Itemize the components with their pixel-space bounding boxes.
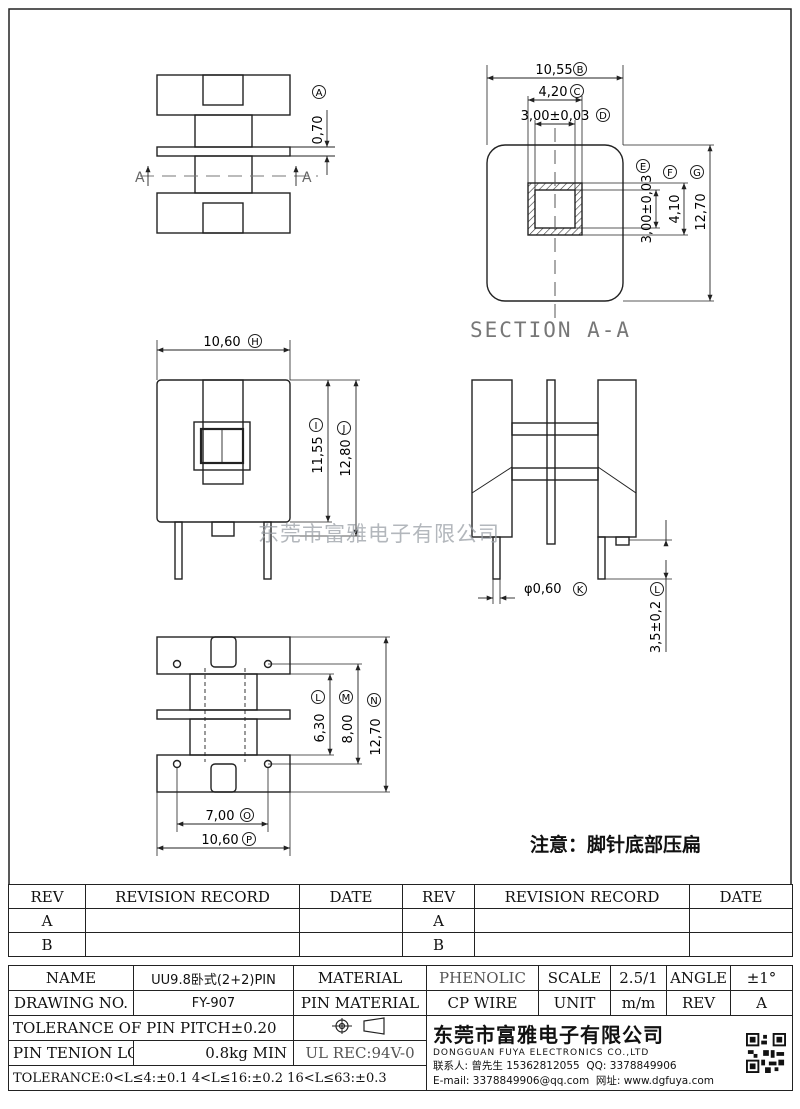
watermark: 东莞市富雅电子有限公司 — [258, 522, 500, 546]
pin-tension-label: PIN TENION LOAD — [8, 1040, 134, 1066]
revision-table: REV REVISION RECORD DATE REV REVISION RE… — [8, 884, 793, 957]
unit-value: m/m — [610, 990, 667, 1016]
dim-m-marker: M — [342, 693, 351, 704]
dim-c-value: 4,20 — [539, 85, 568, 100]
section-title: SECTION A-A — [470, 318, 632, 342]
dim-k-value: φ0,60 — [524, 582, 562, 597]
technical-drawing: A A 0,70 A 10,55 B 4,20 C 3,00±0,03 D — [8, 8, 792, 884]
side-view — [471, 379, 672, 652]
date-cell — [689, 932, 793, 957]
dim-m-value: 8,00 — [341, 715, 356, 744]
dim-a-marker: A — [316, 88, 323, 99]
rev-header-1: REV — [8, 884, 86, 909]
info-table: NAME UU9.8卧式(2+2)PIN MATERIAL PHENOLIC S… — [8, 965, 793, 1091]
dim-e-value: 3,00±0,03 — [640, 175, 655, 244]
pin-material-value: CP WIRE — [426, 990, 539, 1016]
section-view — [486, 65, 714, 318]
unit-label: UNIT — [538, 990, 611, 1016]
dim-b-marker: B — [577, 65, 584, 76]
dim-n-value: 12,70 — [369, 718, 384, 755]
rev-cell: B — [8, 932, 86, 957]
dim-g-value: 12,70 — [694, 193, 709, 230]
pin-tension-value: 0.8kg MIN — [133, 1040, 294, 1066]
bottom-view — [156, 636, 390, 856]
drawing-no-value: FY-907 — [133, 990, 294, 1016]
name-label: NAME — [8, 965, 134, 991]
dim-n-marker: N — [370, 696, 377, 707]
dim-j-marker: J — [342, 424, 346, 435]
dim-o-value: 7,00 — [206, 809, 235, 824]
dim-h-marker: H — [251, 337, 259, 348]
company-website: 网址: www.dgfuya.com — [595, 1074, 714, 1087]
top-left-view — [140, 74, 335, 234]
title-block: REV REVISION RECORD DATE REV REVISION RE… — [8, 884, 793, 1101]
table-row: A A — [8, 908, 793, 933]
material-value: PHENOLIC — [426, 965, 539, 991]
section-mark-left: A — [135, 170, 145, 186]
dim-i-marker: I — [315, 421, 318, 432]
rev-header-2: REV — [402, 884, 475, 909]
scale-label: SCALE — [538, 965, 611, 991]
date-cell — [299, 932, 403, 957]
general-tolerance: TOLERANCE:0<L≤4:±0.1 4<L≤16:±0.2 16<L≤63… — [8, 1065, 427, 1091]
dim-g-marker: G — [693, 168, 701, 179]
dim-b-value: 10,55 — [535, 63, 572, 78]
dim-pin-length-marker: L — [654, 585, 660, 596]
rev-cell: B — [402, 932, 475, 957]
dim-f-marker: F — [667, 168, 673, 179]
rev-cell: A — [402, 908, 475, 933]
dim-k-marker: K — [577, 585, 584, 596]
company-email: E-mail: 3378849906@qq.com — [433, 1074, 590, 1087]
dim-f-value: 4,10 — [668, 195, 683, 224]
company-qq: QQ: 3378849906 — [586, 1059, 677, 1072]
company-contact: 联系人: 曾先生 15362812055 — [433, 1059, 580, 1072]
rev-label: REV — [666, 990, 731, 1016]
pin-material-label: PIN MATERIAL — [293, 990, 427, 1016]
date-cell — [299, 908, 403, 933]
dim-p-value: 10,60 — [201, 833, 238, 848]
dim-c-marker: C — [574, 87, 581, 98]
rev-value: A — [730, 990, 793, 1016]
drawing-no-label: DRAWING NO. — [8, 990, 134, 1016]
ul-rec: UL REC:94V-0 — [293, 1040, 427, 1066]
angle-value: ±1° — [730, 965, 793, 991]
dim-j-value: 12,80 — [339, 439, 354, 476]
dim-d-marker: D — [599, 111, 607, 122]
section-mark-right: A — [302, 170, 312, 186]
dim-o-marker: O — [243, 811, 251, 822]
company-name-cn: 东莞市富雅电子有限公司 — [433, 1022, 664, 1047]
record-cell — [474, 932, 690, 957]
company-block: 东莞市富雅电子有限公司 DONGGUAN FUYA ELECTRONICS CO… — [426, 1015, 793, 1091]
record-cell — [85, 908, 300, 933]
dim-e-marker: E — [640, 162, 646, 173]
date-header-2: DATE — [689, 884, 793, 909]
dim-h-value: 10,60 — [203, 335, 240, 350]
dim-i-value: 11,55 — [311, 436, 326, 473]
name-value: UU9.8卧式(2+2)PIN — [133, 965, 294, 991]
date-header-1: DATE — [299, 884, 403, 909]
rev-cell: A — [8, 908, 86, 933]
record-cell — [474, 908, 690, 933]
revision-record-header-1: REVISION RECORD — [85, 884, 300, 909]
dim-d-value: 3,00±0,03 — [521, 109, 590, 124]
pin-pitch-tolerance: TOLERANCE OF PIN PITCH±0.20 — [8, 1015, 294, 1041]
date-cell — [689, 908, 793, 933]
material-label: MATERIAL — [293, 965, 427, 991]
dim-a-value: 0,70 — [311, 116, 326, 145]
dim-l-marker: L — [315, 693, 321, 704]
table-row: B B — [8, 932, 793, 957]
front-view — [156, 340, 360, 580]
company-name-en: DONGGUAN FUYA ELECTRONICS CO.,LTD — [433, 1047, 650, 1058]
record-cell — [85, 932, 300, 957]
qr-code-icon — [746, 1033, 786, 1073]
angle-label: ANGLE — [666, 965, 731, 991]
scale-value: 2.5/1 — [610, 965, 667, 991]
dim-l-value: 6,30 — [313, 714, 328, 743]
outer-frame — [8, 8, 792, 884]
dim-pin-length-value: 3,5±0,2 — [649, 601, 664, 653]
projection-symbol-icon — [293, 1015, 427, 1041]
note-pin-flatten: 注意：脚针底部压扁 — [530, 834, 702, 856]
dim-p-marker: P — [246, 835, 252, 846]
revision-record-header-2: REVISION RECORD — [474, 884, 690, 909]
